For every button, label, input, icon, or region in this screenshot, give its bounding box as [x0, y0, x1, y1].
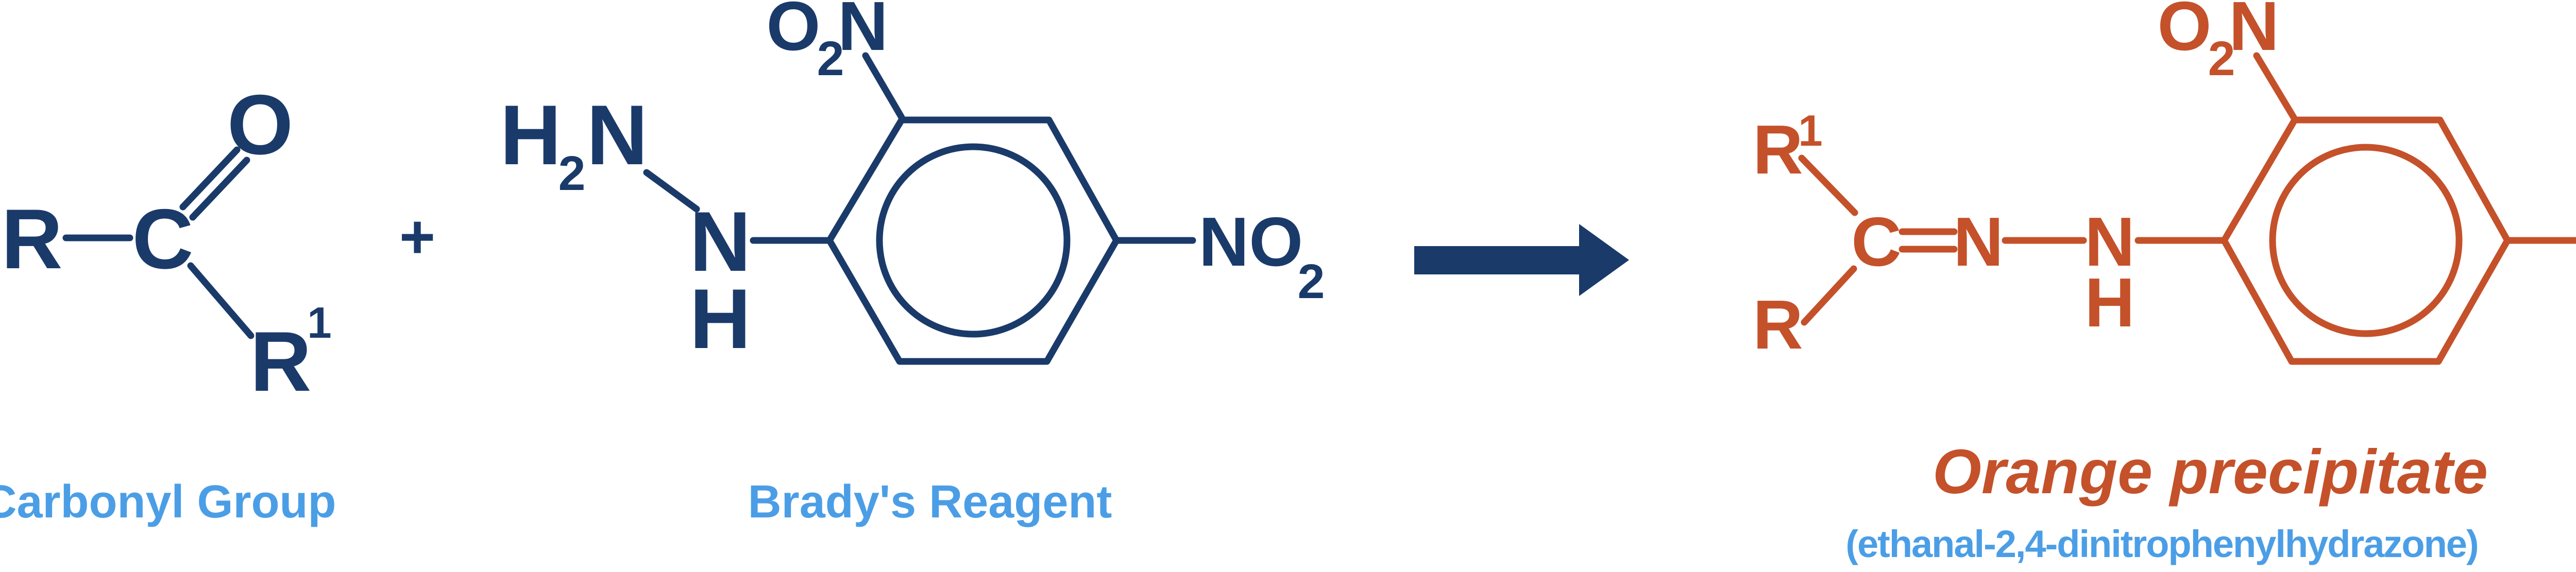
- bradys-n-label: N: [689, 194, 751, 289]
- bond-c-r1: [187, 262, 255, 339]
- bradys-h2n-n: N: [586, 88, 648, 182]
- product-r-label: R: [1753, 286, 1803, 363]
- carbonyl-o-label: O: [227, 77, 293, 172]
- carbonyl-r1-label: R: [250, 314, 311, 409]
- carbonyl-caption: Carbonyl Group: [0, 476, 336, 528]
- bond-c-o-double-1: [179, 146, 241, 211]
- product-r1-superscript: 1: [1798, 107, 1822, 155]
- carbonyl-r-label: R: [1, 192, 62, 286]
- product-c-label: C: [1851, 203, 1902, 281]
- product-n1-label: N: [1953, 203, 2004, 281]
- bond-c-o-double-2: [189, 157, 250, 221]
- aromatic-circle-product: [2269, 144, 2463, 337]
- bradys-no2-base: NO: [1199, 203, 1303, 281]
- bradys-h2n-h: H: [500, 88, 561, 182]
- bradys-h-label: H: [689, 271, 751, 366]
- benzene-ring-product: [2221, 116, 2511, 365]
- bond-r-c-product: [1801, 265, 1857, 326]
- product-n2-label: N: [2084, 203, 2135, 281]
- bradys-caption: Brady's Reagent: [748, 476, 1112, 528]
- product-h-label: H: [2084, 264, 2135, 341]
- bond-o2n-ring-bradys: [862, 52, 905, 121]
- arrow-shaft: [1414, 246, 1584, 274]
- arrow-head: [1579, 224, 1629, 296]
- bradys-h2n-subscript: 2: [558, 146, 586, 201]
- bradys-o2n-o: O: [766, 0, 820, 65]
- product-r1-label: R: [1753, 111, 1803, 188]
- carbonyl-r1-superscript: 1: [307, 299, 331, 348]
- bond-o2n-ring-product: [2253, 52, 2297, 121]
- product-o2n-subscript: 2: [2208, 31, 2235, 86]
- product-caption-sub: (ethanal-2,4-dinitrophenylhydrazone): [1845, 523, 2478, 565]
- plus-sign-reactants: +: [399, 202, 435, 271]
- benzene-ring-bradys: [826, 116, 1120, 365]
- bradys-no2-subscript: 2: [1298, 254, 1325, 309]
- product-o2n-o: O: [2157, 0, 2211, 65]
- bond-h2n-n: [643, 169, 700, 213]
- reaction-arrow: [1414, 224, 1629, 296]
- bond-r1-c-product: [1798, 154, 1858, 216]
- product-caption-main: Orange precipitate: [1933, 437, 2488, 507]
- bradys-o2n-subscript: 2: [817, 31, 844, 86]
- aromatic-circle-bradys: [876, 143, 1071, 338]
